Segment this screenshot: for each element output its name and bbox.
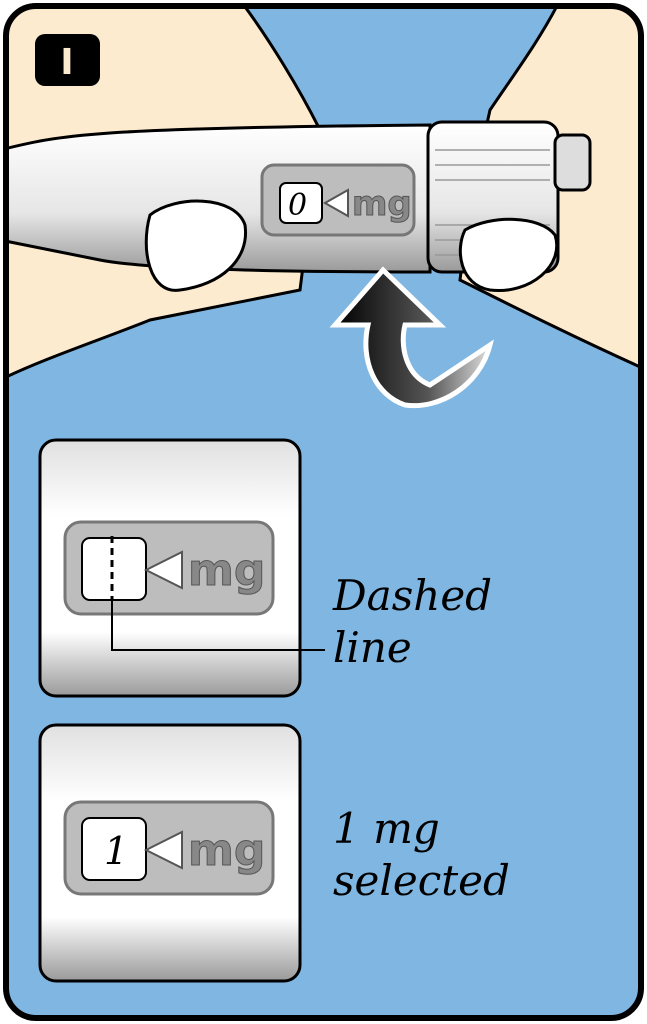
- step-badge-label: I: [60, 42, 73, 83]
- panel-dose-display: 1: [104, 829, 128, 873]
- caption-dashed: Dashed: [332, 571, 492, 620]
- panel-unit: mg: [188, 825, 265, 876]
- caption-selected: selected: [333, 856, 510, 905]
- step-badge: [35, 34, 100, 86]
- caption-1mg: 1 mg: [333, 804, 440, 853]
- pointer-icon: [143, 550, 183, 590]
- pointer-icon: [322, 188, 349, 218]
- pen-cap-end: [553, 133, 592, 192]
- panel-dashed-line: mg: [38, 438, 325, 698]
- panel-unit: mg: [188, 545, 265, 596]
- panel-1mg-selected: 1 mg: [38, 723, 302, 983]
- rotate-arrow-icon: [329, 266, 495, 409]
- right-thumbnail: [458, 217, 559, 293]
- pen-dose-display: 0: [288, 188, 307, 223]
- pointer-icon: [143, 830, 183, 870]
- left-thumbnail: [144, 199, 248, 292]
- frame-border: [3, 3, 644, 1021]
- callout-line: [111, 600, 325, 651]
- caption-line: line: [333, 623, 412, 672]
- pen-unit: mg: [352, 184, 412, 224]
